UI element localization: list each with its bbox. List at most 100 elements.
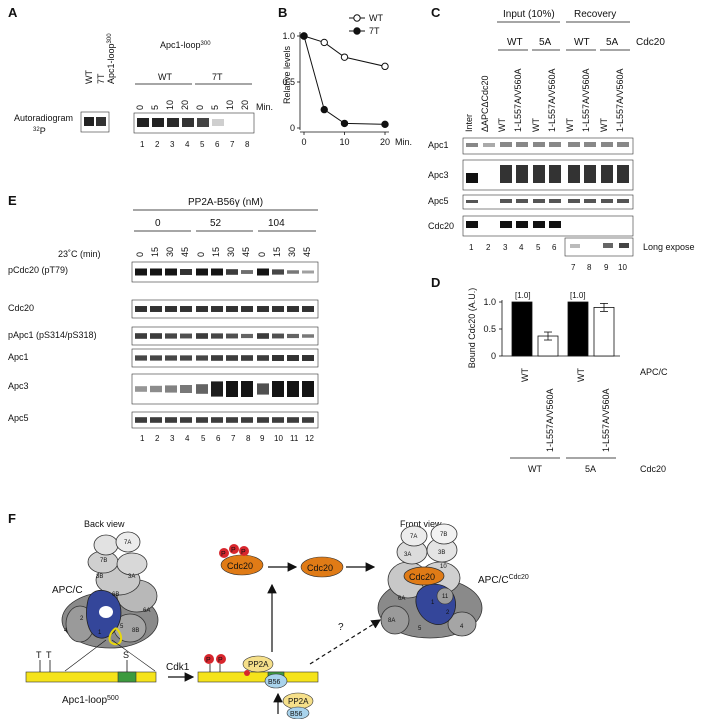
long-expose-blot [564,237,634,257]
svg-text:3B: 3B [438,550,445,556]
svg-text:5: 5 [200,140,205,149]
svg-text:45: 45 [302,247,312,257]
panel-c: C Input (10%) Recovery WT 5A WT 5A Cdc20… [428,5,695,272]
recovery-label: Recovery [574,9,616,20]
band [96,117,106,126]
band [226,306,238,312]
front-view-label: Front view [400,519,442,529]
back-subunit-labels: 7A 7B 3B 3A 6B 6A 2 4 1 5 8B [64,540,150,636]
band [257,333,269,339]
band [150,333,162,339]
svg-text:30: 30 [226,247,236,257]
cdc20-dephospho [300,556,344,578]
lane-numbers-right: 7 8 9 10 [571,263,627,272]
svg-text:11: 11 [290,434,299,443]
x-tick-label: 0 [301,137,306,147]
lane-numbers-left: 1 2 3 4 5 6 [469,243,557,252]
svg-text:Cdc20: Cdc20 [307,563,333,573]
band [287,355,299,361]
svg-text:11: 11 [442,594,449,600]
svg-text:0: 0 [135,105,145,110]
band [287,306,299,312]
band [180,269,192,275]
svg-text:0: 0 [257,252,267,257]
band [302,270,314,274]
svg-text:Inter: Inter [464,114,474,132]
svg-text:P: P [241,549,246,556]
band [150,417,162,423]
band [287,381,299,397]
band [165,385,177,393]
band [302,417,314,423]
legend-label: 7T [369,26,380,36]
bar [567,301,589,357]
autoradiogram-label: Autoradiogram [14,113,73,123]
band [196,417,208,423]
svg-text:7A: 7A [124,540,131,546]
lane-header-wt: WT [84,70,94,84]
band [196,384,208,394]
band [211,355,223,361]
band [135,333,147,339]
svg-text:8B: 8B [132,628,139,634]
apcc-label: APC/C [640,367,668,377]
svg-text:1: 1 [98,630,102,636]
band [241,333,253,339]
series-line-7t [303,35,386,125]
svg-text:2: 2 [486,243,491,252]
band [257,417,269,423]
svg-text:1-L557A/V560A: 1-L557A/V560A [581,68,591,132]
svg-text:0: 0 [196,252,206,257]
x-label-wt-2: WT [576,368,586,382]
front-subunit-labels: 7A 7B 3A 3B 10 6A 11 1 2 8A 5 4 [388,532,464,632]
row-apc1: Apc1 [428,140,449,150]
time-labels: 0 15 30 45 0 15 30 45 0 15 30 45 [135,247,312,257]
svg-text:2: 2 [80,616,84,622]
svg-text:7B: 7B [100,558,107,564]
apcc-front-complex [377,523,483,639]
svg-text:10: 10 [165,100,175,110]
svg-text:WT: WT [599,118,609,132]
apc1-loop-bar [25,671,157,683]
band [211,333,223,339]
svg-text:1-L557A/V560A: 1-L557A/V560A [615,68,625,132]
band [180,355,192,361]
conc-104: 104 [268,218,285,229]
band [272,381,284,397]
b56-free [286,706,310,719]
data-point [340,119,349,128]
apcc-back-complex [61,531,159,649]
svg-text:ΔAPCΔCdc20: ΔAPCΔCdc20 [480,75,490,132]
t-site-1: T [36,650,42,660]
svg-text:1: 1 [140,140,145,149]
band [226,355,238,361]
row-apc3: Apc3 [8,381,29,391]
svg-text:WT: WT [565,118,575,132]
band [272,269,284,275]
bound-cdc20-bars [511,301,615,357]
svg-text:B56: B56 [290,711,303,718]
band [226,381,238,397]
legend-marker [353,14,361,22]
band [180,333,192,339]
svg-text:5: 5 [120,624,124,630]
svg-text:6A: 6A [398,596,405,602]
svg-text:20: 20 [180,100,190,110]
band [241,306,253,312]
b56-bound [264,673,288,689]
svg-text:9: 9 [604,263,609,272]
svg-text:5: 5 [210,105,220,110]
band [241,270,253,274]
band [165,268,177,276]
band [287,270,299,274]
svg-text:15: 15 [150,247,160,257]
band [287,333,299,339]
svg-text:PP2A: PP2A [288,697,309,706]
band [211,268,223,276]
x-label-mut-1: 1-L557A/V560A [545,388,555,452]
row-cdc20: Cdc20 [8,303,34,313]
svg-text:9: 9 [260,434,265,443]
svg-text:WT: WT [497,118,507,132]
blots-e [131,261,319,429]
